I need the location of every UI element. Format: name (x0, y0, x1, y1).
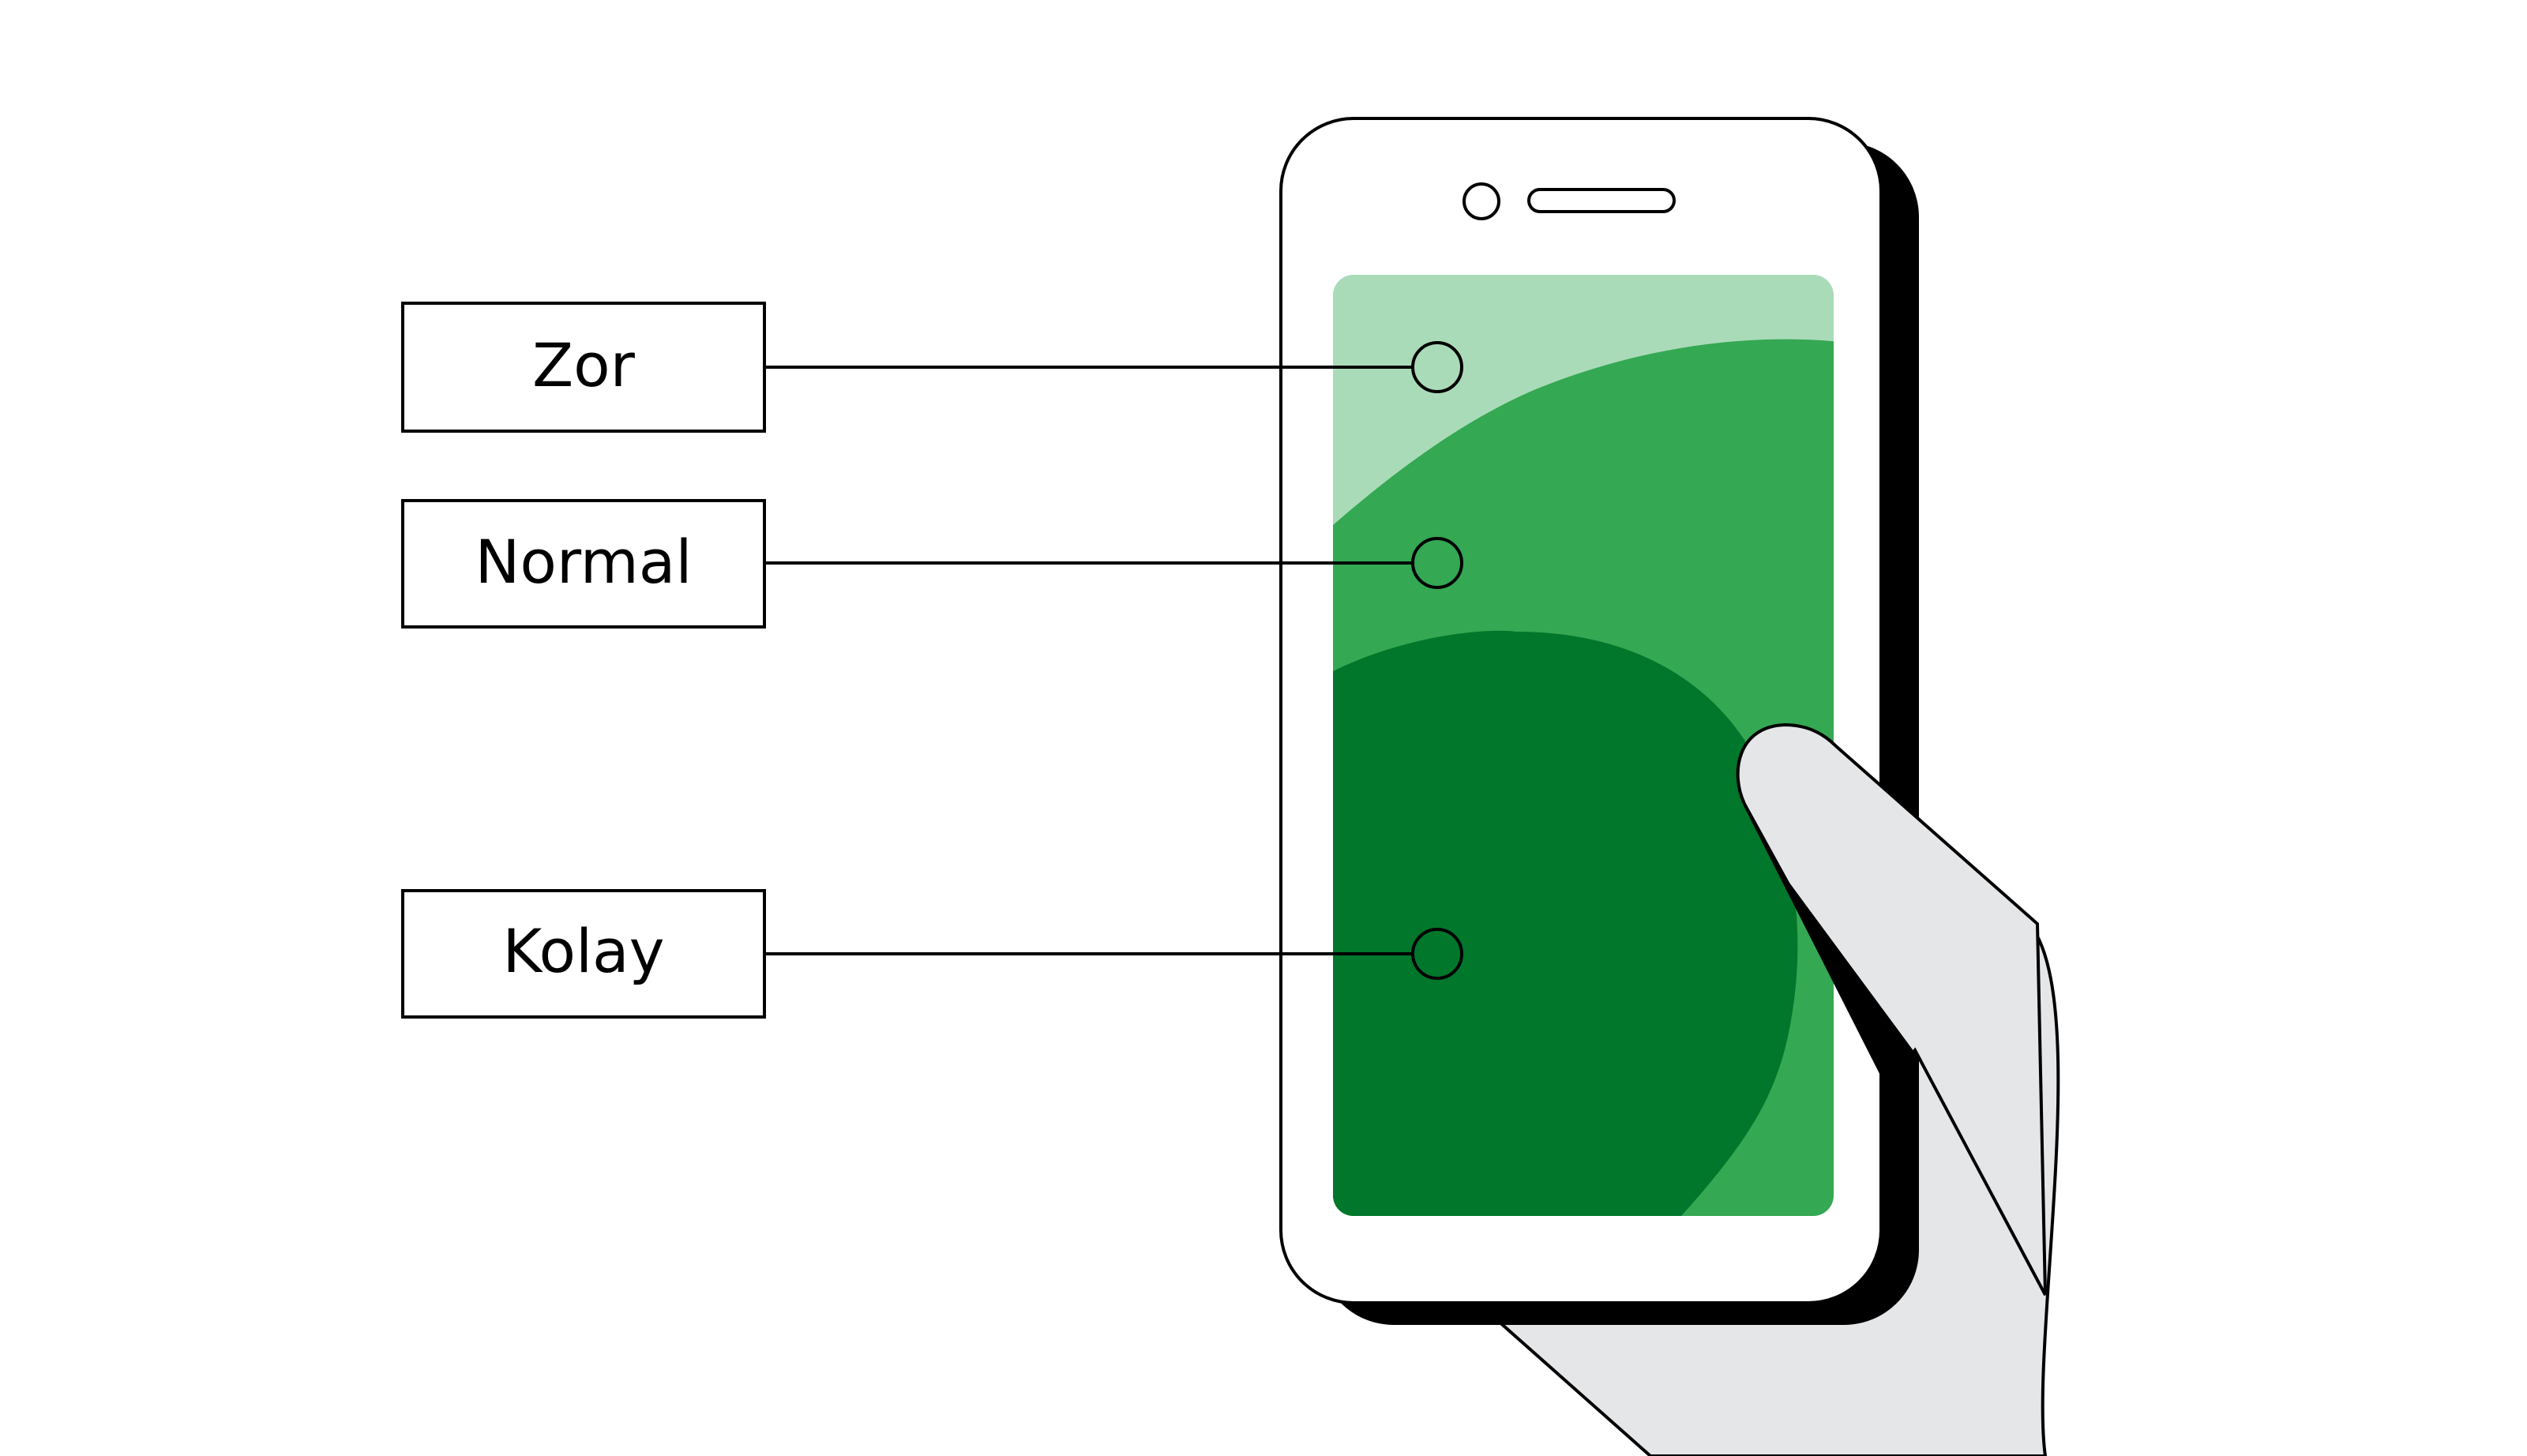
label-easy: Kolay (502, 916, 664, 986)
label-hard: Zor (532, 330, 636, 400)
zone-easy (1333, 630, 1798, 1216)
camera-icon (1463, 182, 1500, 220)
marker-hard (1411, 341, 1463, 393)
label-box-easy (401, 889, 766, 1019)
marker-normal (1411, 537, 1463, 589)
label-box-hard (401, 302, 766, 433)
label-box-normal (401, 499, 766, 629)
marker-easy (1411, 928, 1463, 980)
speaker-icon (1527, 188, 1676, 213)
label-normal: Normal (475, 527, 693, 597)
hand-thumb (1736, 722, 2047, 1296)
thumb-shadow (1744, 805, 1913, 1090)
